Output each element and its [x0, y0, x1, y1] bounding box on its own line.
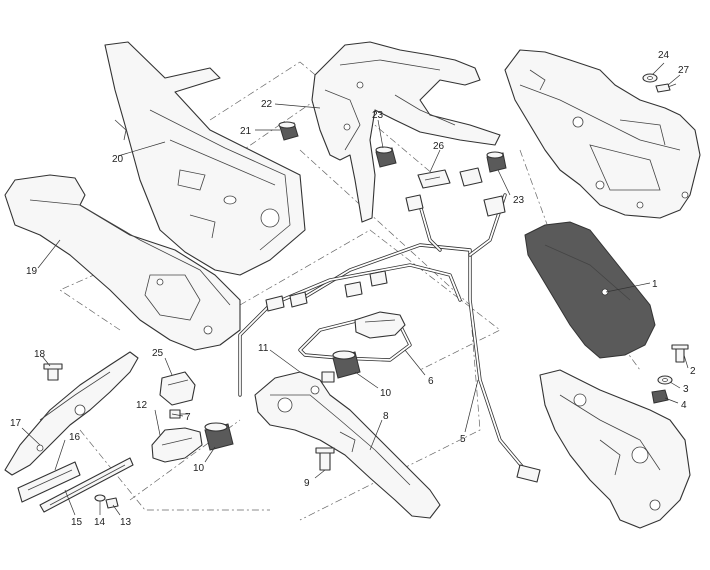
- label-6: 6: [428, 376, 434, 387]
- part-23-grommet-right: [486, 151, 507, 173]
- part-3-washer: [657, 375, 673, 385]
- part-23-grommet-left: [375, 146, 397, 168]
- part-26-connector-pair: [417, 167, 483, 189]
- label-17: 17: [10, 418, 22, 429]
- label-4: 4: [681, 400, 687, 411]
- part-17-plate-holder: [4, 351, 139, 476]
- part-18-screw: [43, 363, 63, 381]
- part-4-grommet: [651, 389, 669, 404]
- label-13: 13: [120, 517, 132, 528]
- label-19: 19: [26, 266, 38, 277]
- label-18: 18: [34, 349, 46, 360]
- part-13-nut: [105, 497, 119, 509]
- label-1: 1: [652, 279, 658, 290]
- label-22: 22: [261, 99, 273, 110]
- label-7: 7: [185, 412, 191, 423]
- label-24: 24: [658, 50, 670, 61]
- label-11: 11: [258, 343, 269, 354]
- part-7-screw: [169, 409, 188, 419]
- label-10-upper: 10: [380, 388, 392, 399]
- part-21-grommet: [278, 121, 299, 141]
- label-27: 27: [678, 65, 690, 76]
- part-2-screw: [671, 344, 689, 363]
- label-21: 21: [240, 126, 252, 137]
- part-22-frame-bracket: [311, 41, 501, 223]
- label-16: 16: [69, 432, 81, 443]
- part-1-shield-cover: [524, 221, 656, 359]
- label-9: 9: [304, 478, 310, 489]
- part-12-turn-signal-left: [151, 427, 203, 463]
- label-20: 20: [112, 154, 124, 165]
- part-5-wiring-harness: [238, 193, 541, 483]
- part-14-washer: [94, 494, 106, 502]
- label-5: 5: [460, 434, 466, 445]
- label-8: 8: [383, 411, 389, 422]
- tray-bracket: [504, 49, 701, 219]
- turn-signal-right: [354, 311, 406, 339]
- part-19-lower-cover: [4, 174, 241, 351]
- part-27-screw: [655, 83, 677, 93]
- label-14: 14: [94, 517, 106, 528]
- part-24-washer: [642, 73, 658, 83]
- label-23-lower: 23: [513, 195, 525, 206]
- part-20-upper-cover: [104, 41, 306, 276]
- label-25: 25: [152, 348, 164, 359]
- frame-mount-bracket: [539, 369, 691, 529]
- label-12: 12: [136, 400, 148, 411]
- label-3: 3: [683, 384, 689, 395]
- part-9-screw: [315, 447, 335, 471]
- label-2: 2: [690, 366, 696, 377]
- part-labels: 1 2 3 4 5 6 7 8 9 10 10 11 12 13 14 15 1…: [10, 50, 696, 528]
- label-23-upper: 23: [372, 110, 384, 121]
- part-16-plate-light: [17, 461, 81, 503]
- label-15: 15: [71, 517, 83, 528]
- part-6-cable-loop: [298, 318, 412, 362]
- part-11-screw: [321, 371, 335, 383]
- part-10-rubber-mount-upper: [332, 350, 361, 379]
- label-26: 26: [433, 141, 445, 152]
- label-10-lower: 10: [193, 463, 205, 474]
- part-8-license-bracket: [254, 371, 441, 519]
- part-15-reflector: [39, 457, 134, 513]
- part-25-connector-box: [159, 371, 196, 406]
- leader-lines: [21, 62, 689, 516]
- part-10-rubber-mount-lower: [204, 422, 234, 451]
